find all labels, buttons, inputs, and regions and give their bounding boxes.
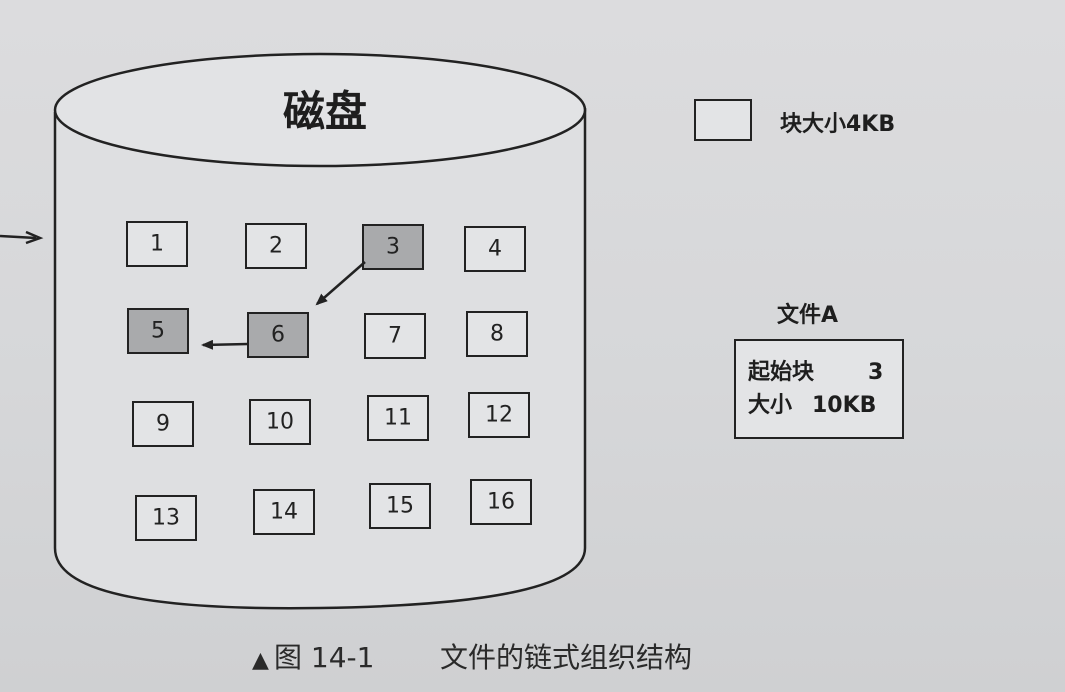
disk-block-label-1: 1	[150, 232, 164, 257]
disk-block-label-9: 9	[156, 412, 170, 437]
disk-block-4	[464, 226, 526, 272]
disk-block-8	[466, 311, 528, 357]
caption-figure-number: 图 14-1	[274, 641, 374, 674]
disk-block-6	[247, 312, 309, 358]
chain-arrow-6-to-5	[201, 339, 249, 350]
chain-arrows	[201, 261, 366, 350]
disk-block-10	[249, 399, 311, 445]
disk-block-2	[245, 223, 307, 269]
file-size-label: 大小	[748, 393, 792, 418]
disk-block-15	[369, 483, 431, 529]
disk-block-label-2: 2	[269, 234, 283, 259]
file-size-value: 10KB	[812, 393, 876, 418]
disk-block-1	[126, 221, 188, 267]
disk-block-13	[135, 495, 197, 541]
disk-block-label-13: 13	[152, 506, 180, 531]
file-info-box	[734, 339, 904, 439]
file-start-block-label: 起始块	[747, 359, 815, 385]
chain-arrow-3-to-6	[315, 261, 366, 306]
disk-block-5	[127, 308, 189, 354]
disk-block-3	[362, 224, 424, 270]
disk-block-11	[367, 395, 429, 441]
disk-title: 磁盘	[283, 87, 367, 136]
caption-text: 文件的链式组织结构	[440, 641, 692, 674]
disk-block-label-16: 16	[487, 490, 515, 515]
incoming-arrow	[0, 230, 44, 245]
disk-block-label-6: 6	[271, 323, 285, 348]
disk-block-label-4: 4	[488, 237, 502, 262]
disk-block-label-10: 10	[266, 410, 294, 435]
disk-block-label-8: 8	[490, 322, 504, 347]
disk-block-label-14: 14	[270, 500, 298, 525]
figure-caption: ▲ 图 14-1 文件的链式组织结构	[252, 641, 692, 674]
disk-block-label-11: 11	[384, 406, 412, 431]
disk-block-label-7: 7	[388, 324, 402, 349]
caption-marker: ▲	[252, 648, 269, 673]
disk-top	[53, 52, 587, 168]
legend-block-swatch	[694, 99, 752, 141]
file-a: 文件A 起始块 3 大小 10KB	[734, 302, 904, 439]
disk-block-label-12: 12	[485, 403, 513, 428]
file-start-block-value: 3	[868, 360, 883, 385]
legend-block-size: 块大小4KB	[780, 112, 895, 137]
file-name: 文件A	[777, 302, 838, 328]
disk-block-16	[470, 479, 532, 525]
legend: 块大小4KB	[694, 99, 895, 141]
disk-block-7	[364, 313, 426, 359]
disk-body	[53, 108, 587, 610]
disk-block-14	[253, 489, 315, 535]
incoming-arrow-head	[25, 230, 44, 245]
disk-block-label-5: 5	[151, 319, 165, 344]
disk-block-label-3: 3	[386, 235, 400, 260]
disk-block-label-15: 15	[386, 494, 414, 519]
incoming-arrow-line	[0, 234, 37, 240]
disk-block-9	[132, 401, 194, 447]
disk-block-12	[468, 392, 530, 438]
